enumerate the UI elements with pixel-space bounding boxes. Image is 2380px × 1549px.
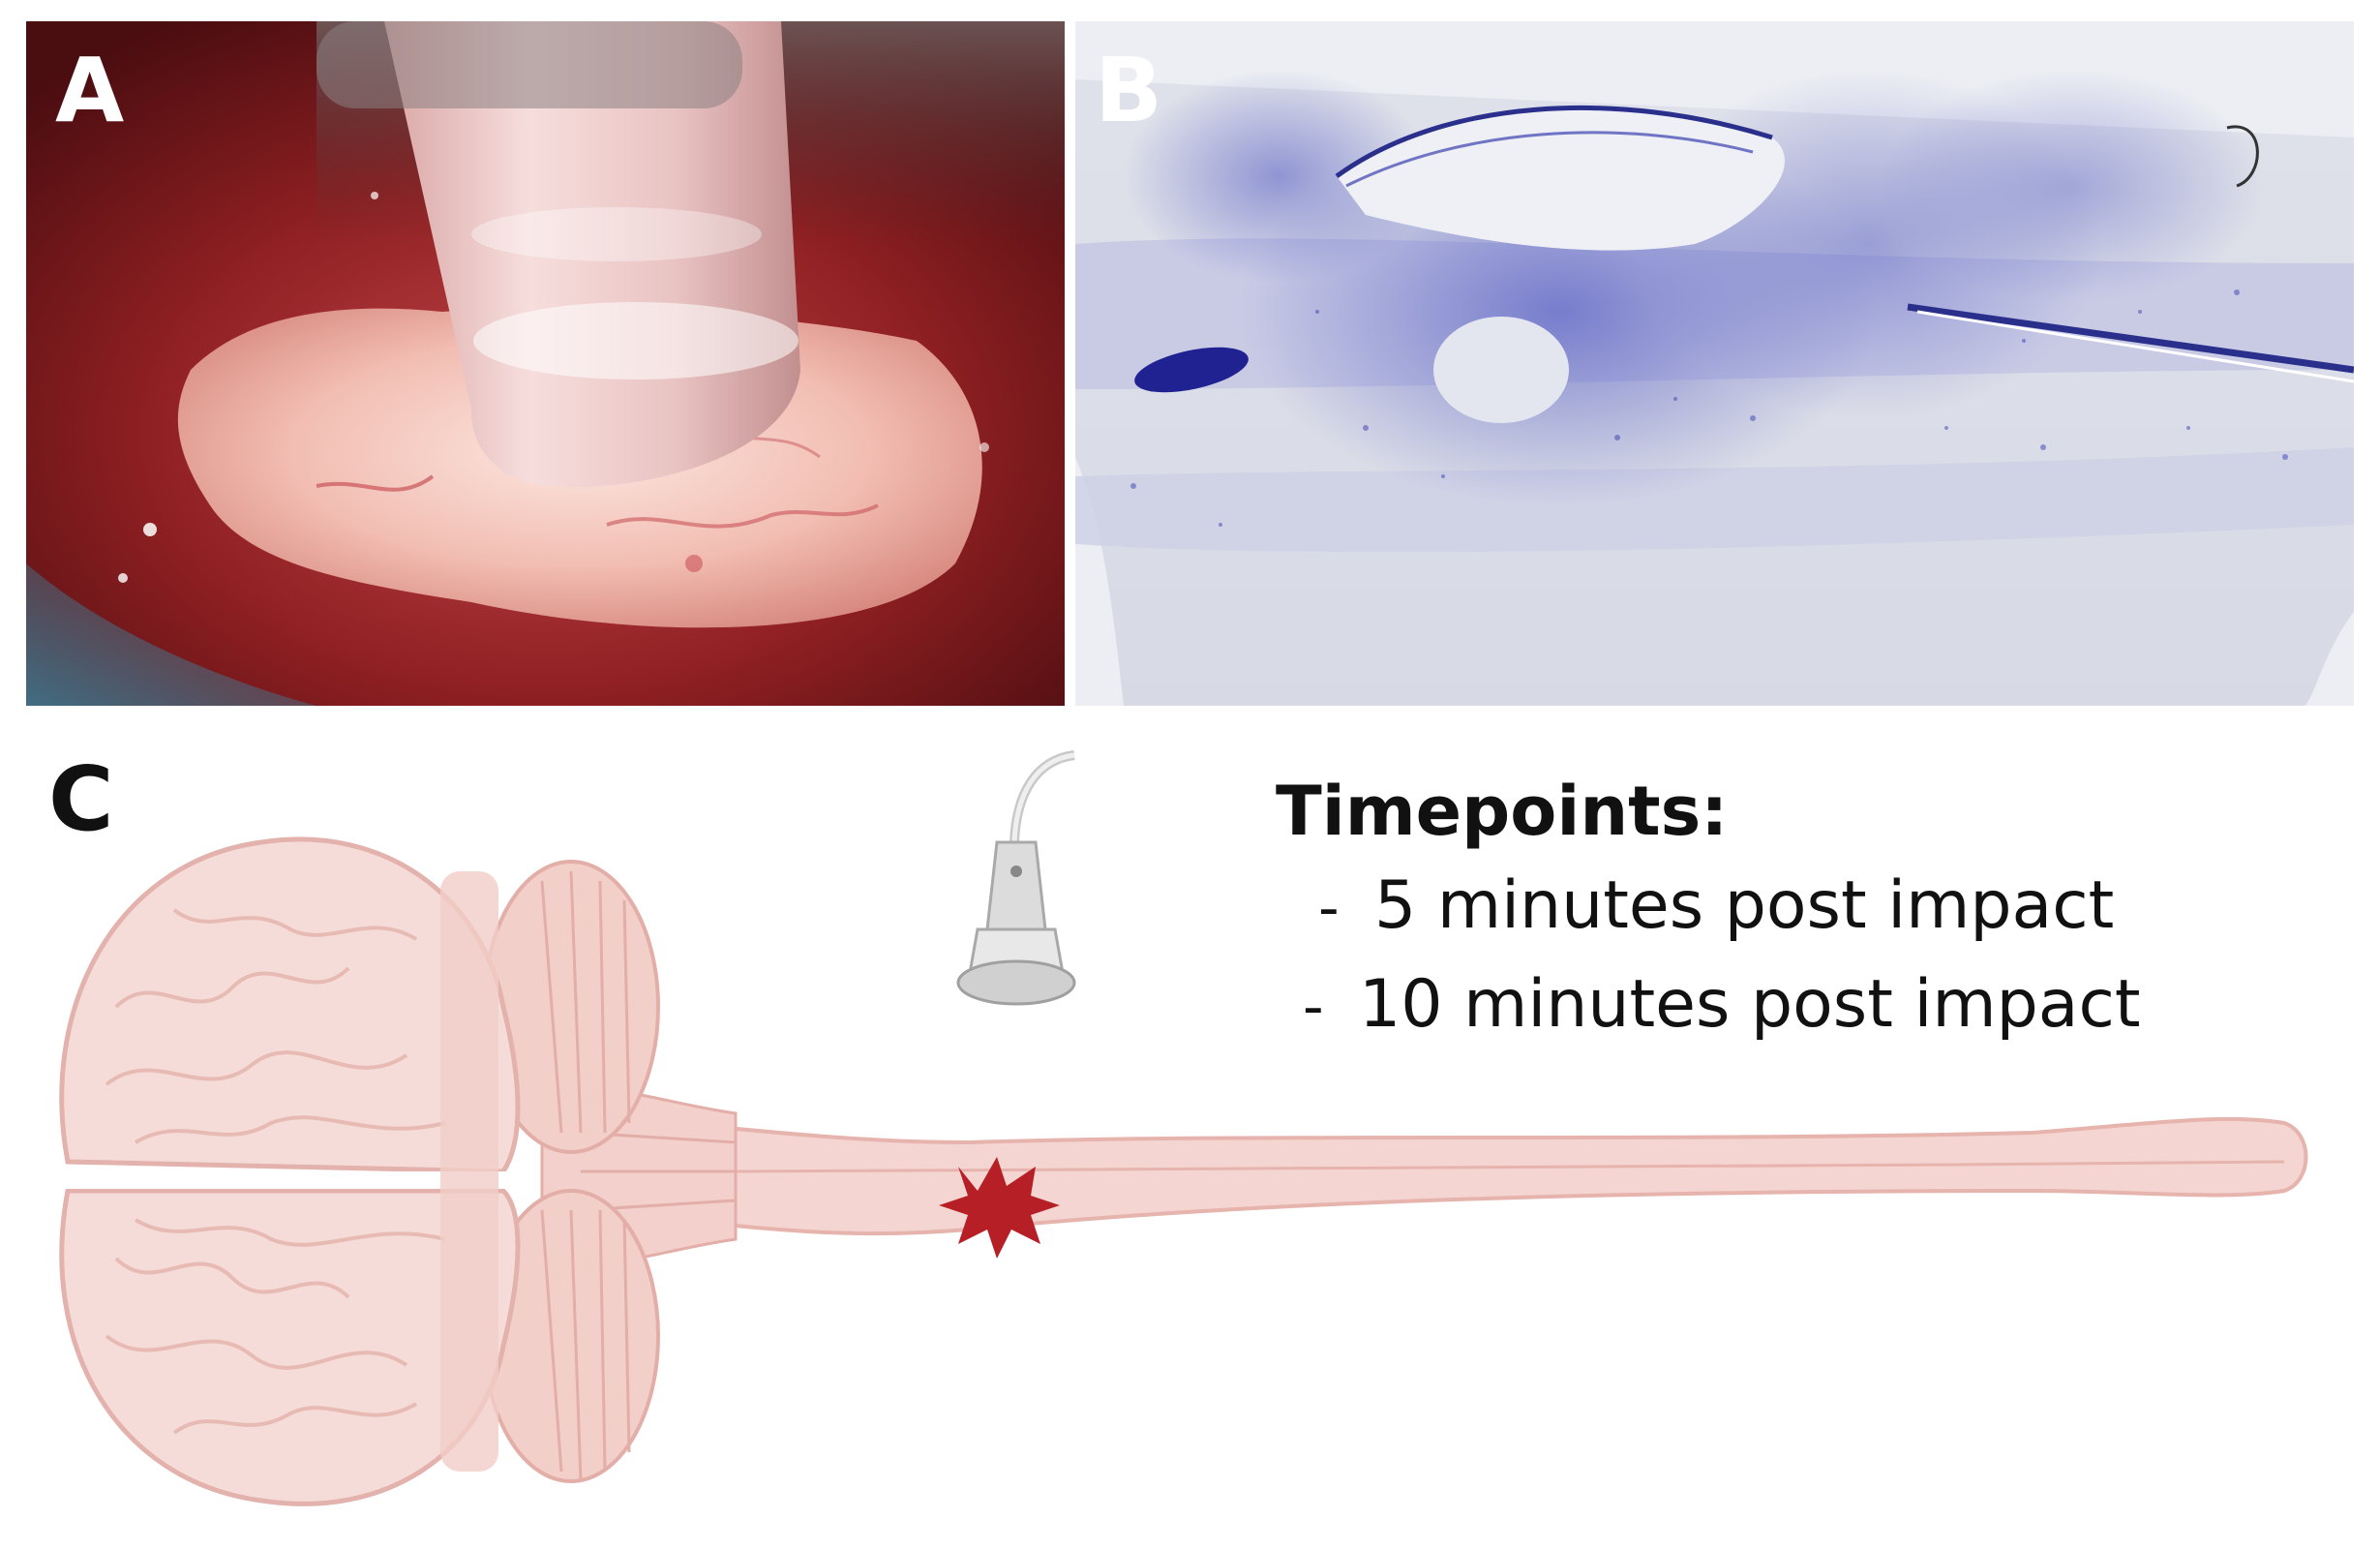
surgical-photo-illustration <box>26 21 1065 706</box>
panel-c-schematic: C Timepoints: -5 minutes post impact -10… <box>0 716 2380 1549</box>
spinal-cord <box>676 1116 2308 1236</box>
panel-letter-a: A <box>55 39 125 142</box>
timepoint-dash: - <box>1303 973 1324 1041</box>
timepoint-text: 10 minutes post impact <box>1359 966 2141 1043</box>
panel-a-surgical-photo: A <box>26 21 1065 706</box>
timepoint-text: 5 minutes post impact <box>1374 867 2115 944</box>
injury-burst-icon <box>939 1157 1060 1259</box>
panel-letter-c: C <box>48 747 114 851</box>
panel-b-histology: B <box>1075 21 2354 706</box>
brain <box>58 836 521 1506</box>
blue-drape <box>26 563 316 706</box>
timepoints-block: Timepoints: -5 minutes post impact -10 m… <box>1276 774 2141 1054</box>
ultrasound-probe-icon <box>956 750 1076 1006</box>
timepoint-item: -5 minutes post impact <box>1276 857 2141 956</box>
histology-section-illustration <box>1075 21 2354 706</box>
cerebellum <box>482 860 660 1483</box>
timepoints-title: Timepoints: <box>1276 772 1729 851</box>
impactor-probe <box>316 21 800 487</box>
cns-schematic <box>58 750 2308 1506</box>
panel-letter-b: B <box>1095 39 1163 142</box>
timepoint-item: -10 minutes post impact <box>1276 956 2141 1054</box>
timepoint-dash: - <box>1318 874 1340 942</box>
